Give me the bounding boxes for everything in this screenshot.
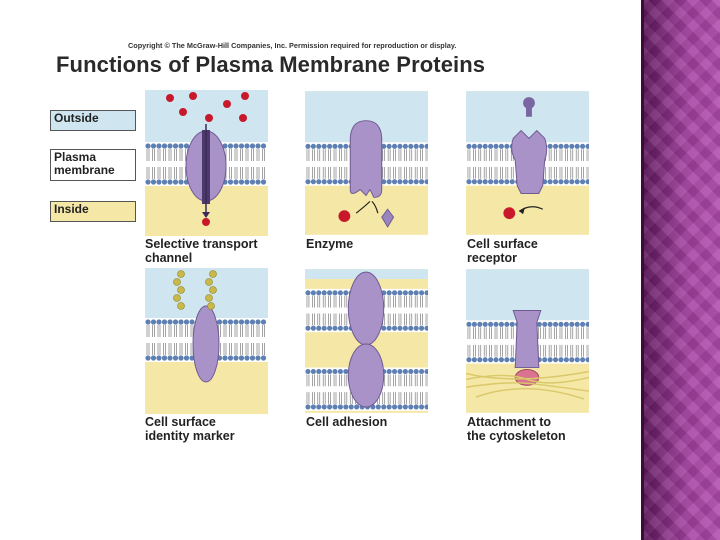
- signal-ball: [503, 207, 516, 220]
- membrane-bilayer: [145, 142, 268, 186]
- legend-membrane: Plasma membrane: [50, 149, 136, 181]
- legend-membrane-label: Plasma membrane: [54, 150, 115, 177]
- anchor-protein: [512, 310, 542, 386]
- panel-transport-channel: [145, 90, 268, 236]
- panel-receptor: [466, 91, 589, 235]
- sidebar-edge: [641, 0, 644, 540]
- panel-cell-adhesion: [305, 269, 428, 413]
- glycoprotein: [192, 305, 220, 383]
- solute-molecules: [166, 92, 249, 226]
- panel-enzyme: [305, 91, 428, 235]
- legend-inside: Inside: [50, 201, 136, 222]
- product-ball: [338, 210, 351, 223]
- panel-cytoskeleton: [466, 269, 589, 413]
- channel-protein: [185, 124, 227, 218]
- signal-molecule: [523, 97, 535, 117]
- panel-label-adhesion: Cell adhesion: [306, 415, 388, 429]
- adhesion-proteins: [347, 271, 385, 408]
- panel-label-identity: Cell surface identity marker: [145, 415, 235, 443]
- copyright-notice: Copyright © The McGraw-Hill Companies, I…: [128, 41, 457, 50]
- legend-inside-label: Inside: [54, 202, 89, 216]
- enzyme-protein: [349, 120, 383, 198]
- legend-outside-label: Outside: [54, 111, 99, 125]
- panel-label-cytoskeleton: Attachment to the cytoskeleton: [467, 415, 566, 443]
- legend-outside: Outside: [50, 110, 136, 131]
- receptor-protein: [511, 129, 548, 194]
- carbohydrate-chains: [173, 270, 217, 310]
- cytoskeleton-filaments: [466, 370, 589, 400]
- figure-title: Functions of Plasma Membrane Proteins: [56, 52, 486, 77]
- panel-label-enzyme: Enzyme: [306, 237, 354, 251]
- panel-label-receptor: Cell surface receptor: [467, 237, 538, 265]
- substrate: [381, 208, 395, 228]
- panel-label-transport: Selective transport channel: [145, 237, 258, 265]
- panel-identity-marker: [145, 268, 268, 414]
- decorative-sidebar: [641, 0, 720, 540]
